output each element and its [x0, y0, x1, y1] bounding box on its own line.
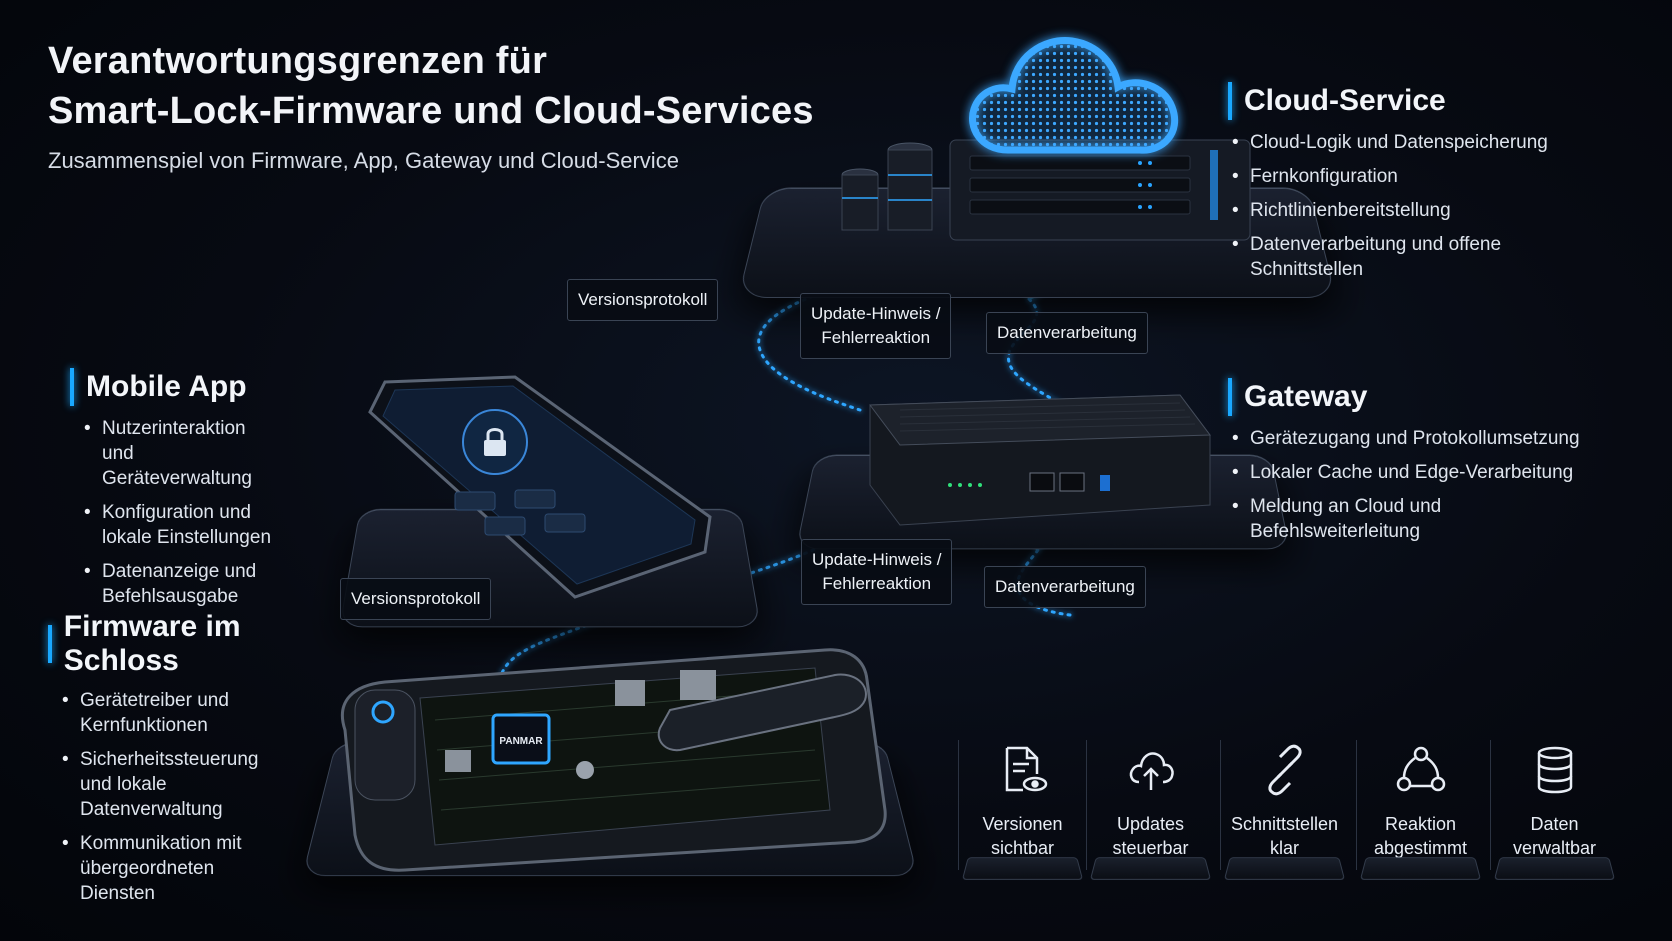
cloud-icon [969, 37, 1179, 154]
server-rack-icon [841, 139, 1251, 241]
section-firmware: Firmware im Schloss Gerätetreiber und Ke… [48, 610, 348, 915]
label-upper-update-line1: Update-Hinweis / [811, 304, 941, 323]
title-line-1: Verantwortungsgrenzen für [48, 40, 548, 82]
label-upper-update-notice: Update-Hinweis / Fehlerreaktion [800, 293, 952, 359]
gateway-item: Meldung an Cloud und Befehlsweiterleitun… [1228, 494, 1478, 544]
title-line-2: Smart-Lock-Firmware und Cloud-Services [48, 90, 814, 132]
database-icon [1537, 746, 1572, 794]
app-item: Nutzerinteraktion und Geräteverwaltung [80, 416, 280, 491]
page-subtitle: Zusammenspiel von Firmware, App, Gateway… [48, 148, 679, 173]
label-lower-update-line1: Update-Hinweis / [812, 550, 942, 569]
label-lower-update-notice: Update-Hinweis / Fehlerreaktion [801, 539, 953, 605]
firmware-item: Gerätetreiber und Kernfunktionen [58, 688, 348, 738]
app-item: Datenanzeige und Befehlsausgabe [80, 559, 270, 609]
label-upper-data-processing: Datenverarbeitung [986, 312, 1148, 354]
section-cloud-service: Cloud-Service Cloud-Logik und Datenspeic… [1228, 82, 1648, 291]
cloud-item: Datenverarbeitung und offene Schnittstel… [1228, 232, 1528, 282]
gateway-item: Gerätezugang und Protokollumsetzung [1228, 426, 1658, 451]
cloud-item: Fernkonfiguration [1228, 164, 1648, 189]
label-upper-version-log: Versionsprotokoll [567, 279, 719, 321]
section-gateway: Gateway Gerätezugang und Protokollumsetz… [1228, 378, 1658, 553]
firmware-item: Sicherheitssteuerung und lokale Datenver… [58, 747, 278, 822]
link-icon [1267, 744, 1302, 796]
gateway-device-icon [869, 394, 1211, 526]
label-lower-version-log: Versionsprotokoll [340, 578, 492, 620]
smartphone-icon [368, 375, 712, 599]
chip-label: PANMAR [499, 736, 543, 747]
network-icon [1396, 746, 1445, 792]
section-app-title: Mobile App [86, 370, 247, 403]
document-eye-icon [1005, 746, 1047, 792]
section-mobile-app: Mobile App Nutzerinteraktion und Gerätev… [70, 368, 340, 618]
cloud-item: Cloud-Logik und Datenspeicherung [1228, 130, 1648, 155]
label-lower-update-line2: Fehlerreaktion [822, 574, 932, 593]
section-cloud-title: Cloud-Service [1244, 84, 1446, 117]
section-gateway-title: Gateway [1244, 380, 1368, 413]
label-upper-update-line2: Fehlerreaktion [821, 328, 931, 347]
cloud-item: Richtlinienbereitstellung [1228, 198, 1648, 223]
gateway-item: Lokaler Cache und Edge-Verarbeitung [1228, 460, 1658, 485]
section-firmware-title: Firmware im Schloss [63, 610, 241, 677]
smart-lock-icon: PANMAR [340, 648, 887, 872]
app-item: Konfiguration und lokale Einstellungen [80, 500, 300, 550]
cloud-upload-icon [1129, 752, 1174, 790]
label-lower-data-processing: Datenverarbeitung [984, 566, 1146, 608]
page-title: Verantwortungsgrenzen für Smart-Lock-Fir… [48, 36, 814, 136]
firmware-item: Kommunikation mit übergeordneten Dienste… [58, 831, 278, 906]
